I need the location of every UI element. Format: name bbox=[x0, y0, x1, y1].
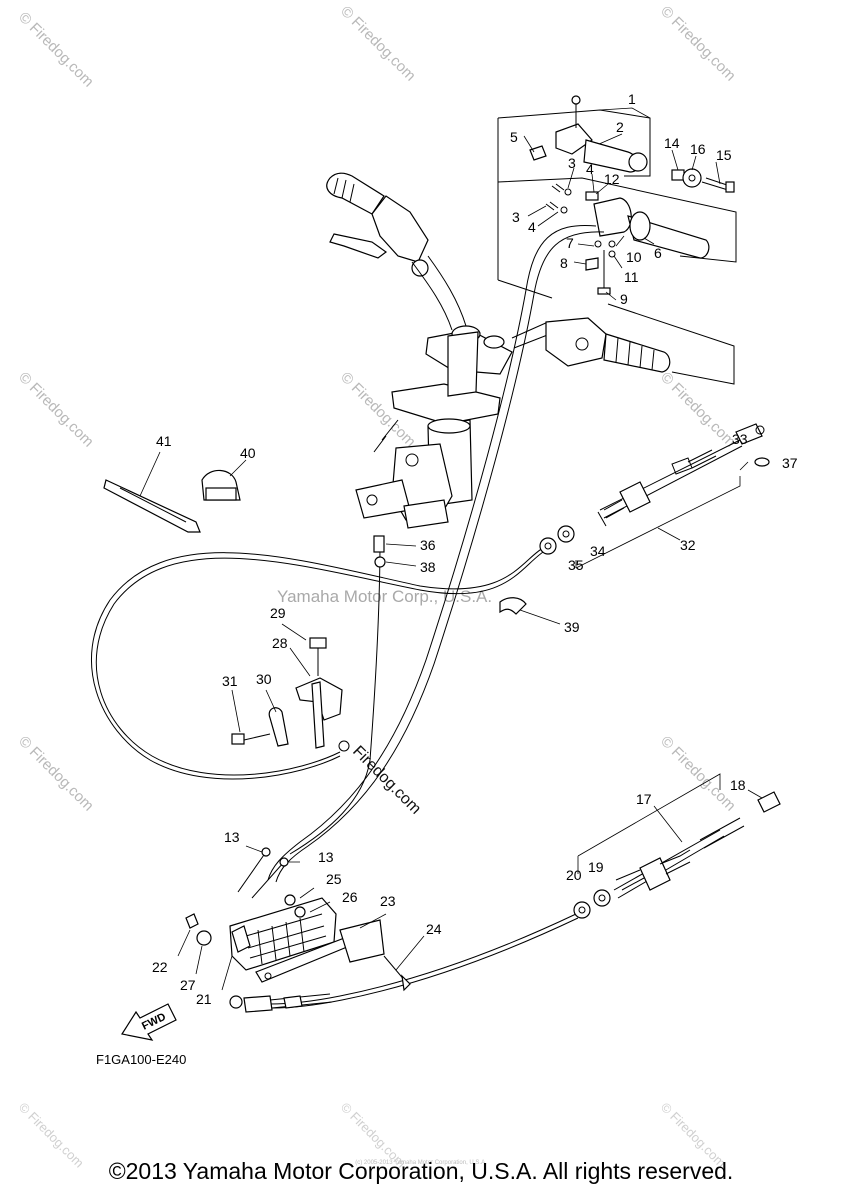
callout-29: 29 bbox=[270, 605, 286, 621]
watermark-corner: © Firedog.com bbox=[657, 369, 739, 451]
bracket-28-31 bbox=[231, 623, 343, 749]
callout-11: 11 bbox=[624, 269, 639, 285]
lower-bracket-assembly bbox=[177, 845, 425, 1013]
callout-36: 36 bbox=[420, 537, 436, 553]
callout-25: 25 bbox=[326, 871, 342, 887]
callout-14: 14 bbox=[664, 135, 680, 151]
callout-labels: 1 2 3 4 3 4 5 6 7 8 9 10 11 12 13 13 14 … bbox=[152, 91, 798, 1007]
throttle-housing-parts bbox=[523, 95, 735, 301]
callout-4: 4 bbox=[586, 161, 594, 177]
clamp-40-tie-41 bbox=[103, 451, 247, 533]
callout-13: 13 bbox=[318, 849, 334, 865]
callout-40: 40 bbox=[240, 445, 256, 461]
callout-34: 34 bbox=[590, 543, 606, 559]
callout-2: 2 bbox=[616, 119, 624, 135]
callout-37: 37 bbox=[782, 455, 798, 471]
callout-22: 22 bbox=[152, 959, 168, 975]
copyright-footer: ©2013 Yamaha Motor Corporation, U.S.A. A… bbox=[108, 1158, 734, 1184]
part-39-clip bbox=[499, 597, 527, 615]
center-watermark: Yamaha Motor Corp., U.S.A. bbox=[277, 587, 492, 606]
callout-32: 32 bbox=[680, 537, 696, 553]
callout-33: 33 bbox=[732, 431, 748, 447]
callout-18: 18 bbox=[730, 777, 746, 793]
watermark-corner: © Firedog.com bbox=[657, 3, 739, 85]
callout-3: 3 bbox=[568, 155, 576, 171]
firedog-watermark: Firedog.com bbox=[338, 740, 424, 818]
callout-7: 7 bbox=[566, 235, 574, 251]
watermark-corner: © Firedog.com bbox=[15, 369, 97, 451]
cable-fittings-36-38 bbox=[373, 535, 417, 568]
callout-38: 38 bbox=[420, 559, 436, 575]
callout-13: 13 bbox=[224, 829, 240, 845]
callout-6: 6 bbox=[654, 245, 662, 261]
callout-19: 19 bbox=[588, 859, 604, 875]
callout-27: 27 bbox=[180, 977, 196, 993]
callout-28: 28 bbox=[272, 635, 288, 651]
callout-1: 1 bbox=[628, 91, 636, 107]
callout-35: 35 bbox=[568, 557, 584, 573]
callout-5: 5 bbox=[510, 129, 518, 145]
callout-15: 15 bbox=[716, 147, 732, 163]
watermark-corner: © Firedog.com bbox=[657, 733, 739, 815]
tiny-credit: (c) 2005-2013 Yamaha Motor Corporation, … bbox=[355, 1160, 487, 1166]
callout-4: 4 bbox=[528, 219, 536, 235]
callout-20: 20 bbox=[566, 867, 582, 883]
callout-9: 9 bbox=[620, 291, 628, 307]
svg-text:Firedog.com: Firedog.com bbox=[349, 743, 424, 818]
callout-23: 23 bbox=[380, 893, 396, 909]
callout-41: 41 bbox=[156, 433, 172, 449]
callout-16: 16 bbox=[690, 141, 706, 157]
cable-assembly-17 bbox=[573, 773, 781, 919]
callout-30: 30 bbox=[256, 671, 272, 687]
watermark-corner: © Firedog.com bbox=[15, 733, 97, 815]
callout-26: 26 bbox=[342, 889, 358, 905]
callout-17: 17 bbox=[636, 791, 652, 807]
watermark-corner: © Firedog.com bbox=[337, 3, 419, 85]
callout-24: 24 bbox=[426, 921, 442, 937]
callout-39: 39 bbox=[564, 619, 580, 635]
callout-31: 31 bbox=[222, 673, 238, 689]
callout-12: 12 bbox=[604, 171, 620, 187]
grip-assembly-frame bbox=[497, 107, 737, 385]
fwd-arrow: FWD bbox=[121, 1003, 177, 1041]
callout-10: 10 bbox=[626, 249, 642, 265]
diagram-code: F1GA100-E240 bbox=[96, 1052, 186, 1067]
callout-3: 3 bbox=[512, 209, 520, 225]
callout-8: 8 bbox=[560, 255, 568, 271]
watermark-corner: © Firedog.com bbox=[15, 9, 97, 91]
cable-assembly-32 bbox=[539, 423, 770, 569]
callout-21: 21 bbox=[196, 991, 212, 1007]
handlebar-assembly bbox=[326, 172, 671, 529]
